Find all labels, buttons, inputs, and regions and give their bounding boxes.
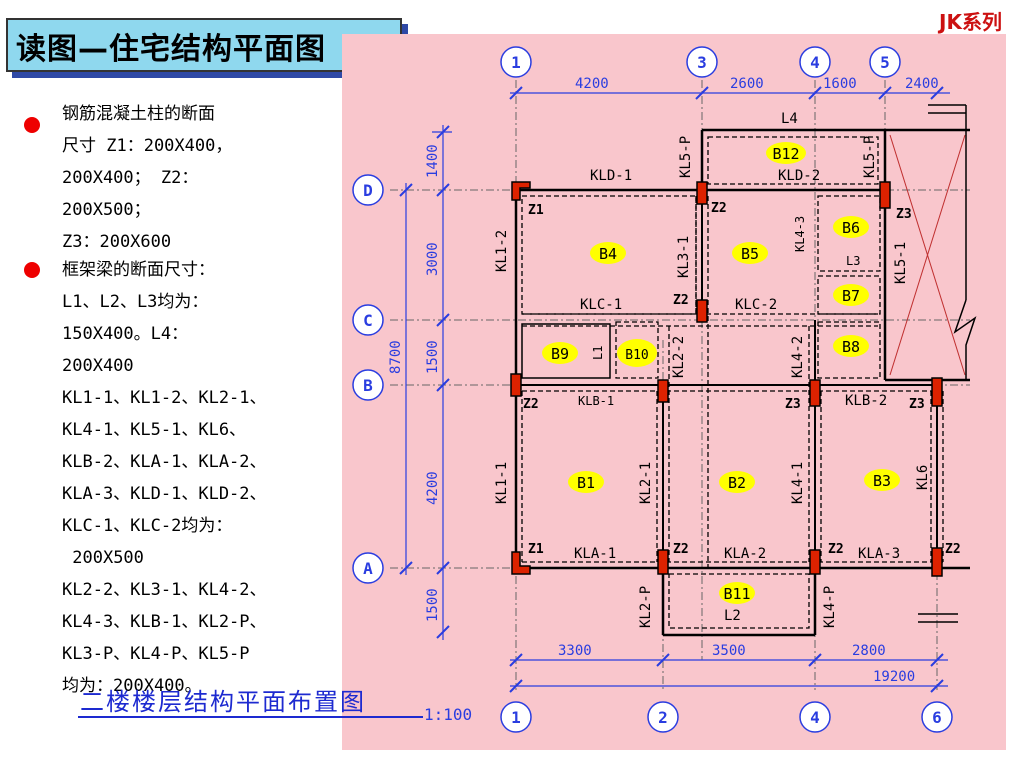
beam-kld1: KLD-1 bbox=[590, 168, 632, 184]
beam-kl31: KL3-1 bbox=[676, 236, 692, 278]
axis-top-5: 5 bbox=[880, 53, 890, 72]
dim-bottom-3: 2800 bbox=[852, 643, 886, 659]
slab-b12: B12 bbox=[772, 145, 799, 163]
column-b1: Z2 bbox=[523, 397, 539, 412]
plan-scale: 1:100 bbox=[424, 705, 472, 724]
slab-b8: B8 bbox=[842, 338, 860, 356]
axis-top-3: 3 bbox=[697, 53, 707, 72]
slab-b1: B1 bbox=[577, 474, 595, 492]
beam-kl12: KL1-2 bbox=[494, 230, 510, 272]
dim-left-5: 1500 bbox=[425, 588, 441, 622]
caption-underline bbox=[78, 716, 423, 718]
dim-top-4: 2400 bbox=[905, 76, 939, 92]
slab-b3: B3 bbox=[873, 472, 891, 490]
column-a1: Z1 bbox=[528, 542, 544, 557]
slab-b11: B11 bbox=[723, 585, 750, 603]
beam-kl51: KL5-1 bbox=[893, 242, 909, 284]
axis-top-1: 1 bbox=[511, 53, 521, 72]
column-note: 钢筋混凝土柱的断面 尺寸 Z1：200X400， 200X400； Z2： 20… bbox=[62, 104, 233, 252]
slab-b6: B6 bbox=[842, 219, 860, 237]
axis-bottom-6: 6 bbox=[932, 708, 942, 727]
slab-b4: B4 bbox=[599, 245, 617, 263]
dim-left-4: 4200 bbox=[425, 471, 441, 505]
beam-kla3: KLA-3 bbox=[858, 546, 900, 562]
beam-l4: L4 bbox=[781, 111, 798, 127]
beam-klb1: KLB-1 bbox=[578, 394, 614, 408]
beam-kl21: KL2-1 bbox=[638, 462, 654, 504]
axis-top-4: 4 bbox=[810, 53, 820, 72]
dim-total: 19200 bbox=[873, 669, 915, 685]
slide-title: 读图—住宅结构平面图 bbox=[6, 18, 402, 72]
beam-klb2: KLB-2 bbox=[845, 393, 887, 409]
beam-kld2: KLD-2 bbox=[778, 168, 820, 184]
dim-left-total: 8700 bbox=[388, 340, 404, 374]
dim-left-3: 1500 bbox=[425, 340, 441, 374]
series-tag: JK系列 bbox=[939, 10, 1002, 34]
axis-bottom-1: 1 bbox=[511, 708, 521, 727]
slab-b5: B5 bbox=[741, 245, 759, 263]
beam-l3: L3 bbox=[846, 254, 860, 268]
beam-kla2: KLA-2 bbox=[724, 546, 766, 562]
axis-bottom-2: 2 bbox=[658, 708, 668, 727]
dim-top-1: 4200 bbox=[575, 76, 609, 92]
beam-kl43: KL4-3 bbox=[793, 216, 807, 252]
slab-b2: B2 bbox=[728, 474, 746, 492]
beam-l1: L1 bbox=[591, 346, 605, 360]
beam-kl5p-left: KL5-P bbox=[678, 136, 694, 178]
column-d1: Z1 bbox=[528, 203, 544, 218]
plan-caption: 二楼楼层结构平面布置图 bbox=[80, 688, 366, 716]
axis-side-b: B bbox=[363, 376, 373, 395]
bullet-icon bbox=[24, 262, 40, 278]
column-d3: Z2 bbox=[711, 201, 727, 216]
axis-side-d: D bbox=[363, 181, 373, 200]
beam-kla1: KLA-1 bbox=[574, 546, 616, 562]
slab-b10: B10 bbox=[625, 348, 648, 363]
slab-b9: B9 bbox=[551, 345, 569, 363]
beam-kl22: KL2-2 bbox=[671, 336, 687, 378]
axis-side-a: A bbox=[363, 559, 373, 578]
beam-kl2p: KL2-P bbox=[638, 586, 654, 628]
column-a2: Z2 bbox=[673, 542, 689, 557]
slab-b7: B7 bbox=[842, 287, 860, 305]
column-a6: Z2 bbox=[945, 542, 961, 557]
column-d5: Z3 bbox=[896, 207, 912, 222]
column-b6: Z3 bbox=[909, 397, 925, 412]
slide-title-text: 读图—住宅结构平面图 bbox=[16, 32, 326, 67]
beam-klc2: KLC-2 bbox=[735, 297, 777, 313]
dim-bottom-1: 3300 bbox=[558, 643, 592, 659]
axis-bottom-4: 4 bbox=[810, 708, 820, 727]
dim-top-3: 1600 bbox=[823, 76, 857, 92]
column-b4: Z3 bbox=[785, 397, 801, 412]
beam-note: 框架梁的断面尺寸： L1、L2、L3均为： 150X400。L4： 200X40… bbox=[62, 260, 267, 696]
beam-l2: L2 bbox=[724, 608, 741, 624]
dim-left-1: 1400 bbox=[425, 144, 441, 178]
beam-kl11: KL1-1 bbox=[494, 462, 510, 504]
dim-bottom-2: 3500 bbox=[712, 643, 746, 659]
column-a4: Z2 bbox=[828, 542, 844, 557]
axis-side-c: C bbox=[363, 311, 373, 330]
beam-kl6: KL6 bbox=[915, 465, 931, 490]
column-c3: Z2 bbox=[673, 293, 689, 308]
dim-top-2: 2600 bbox=[730, 76, 764, 92]
beam-klc1: KLC-1 bbox=[580, 297, 622, 313]
beam-kl42: KL4-2 bbox=[790, 336, 806, 378]
dim-left-2: 3000 bbox=[425, 242, 441, 276]
beam-kl4p: KL4-P bbox=[822, 586, 838, 628]
bullet-icon bbox=[24, 117, 40, 133]
beam-kl5p-right: KL5-P bbox=[862, 136, 878, 178]
beam-kl41: KL4-1 bbox=[790, 462, 806, 504]
